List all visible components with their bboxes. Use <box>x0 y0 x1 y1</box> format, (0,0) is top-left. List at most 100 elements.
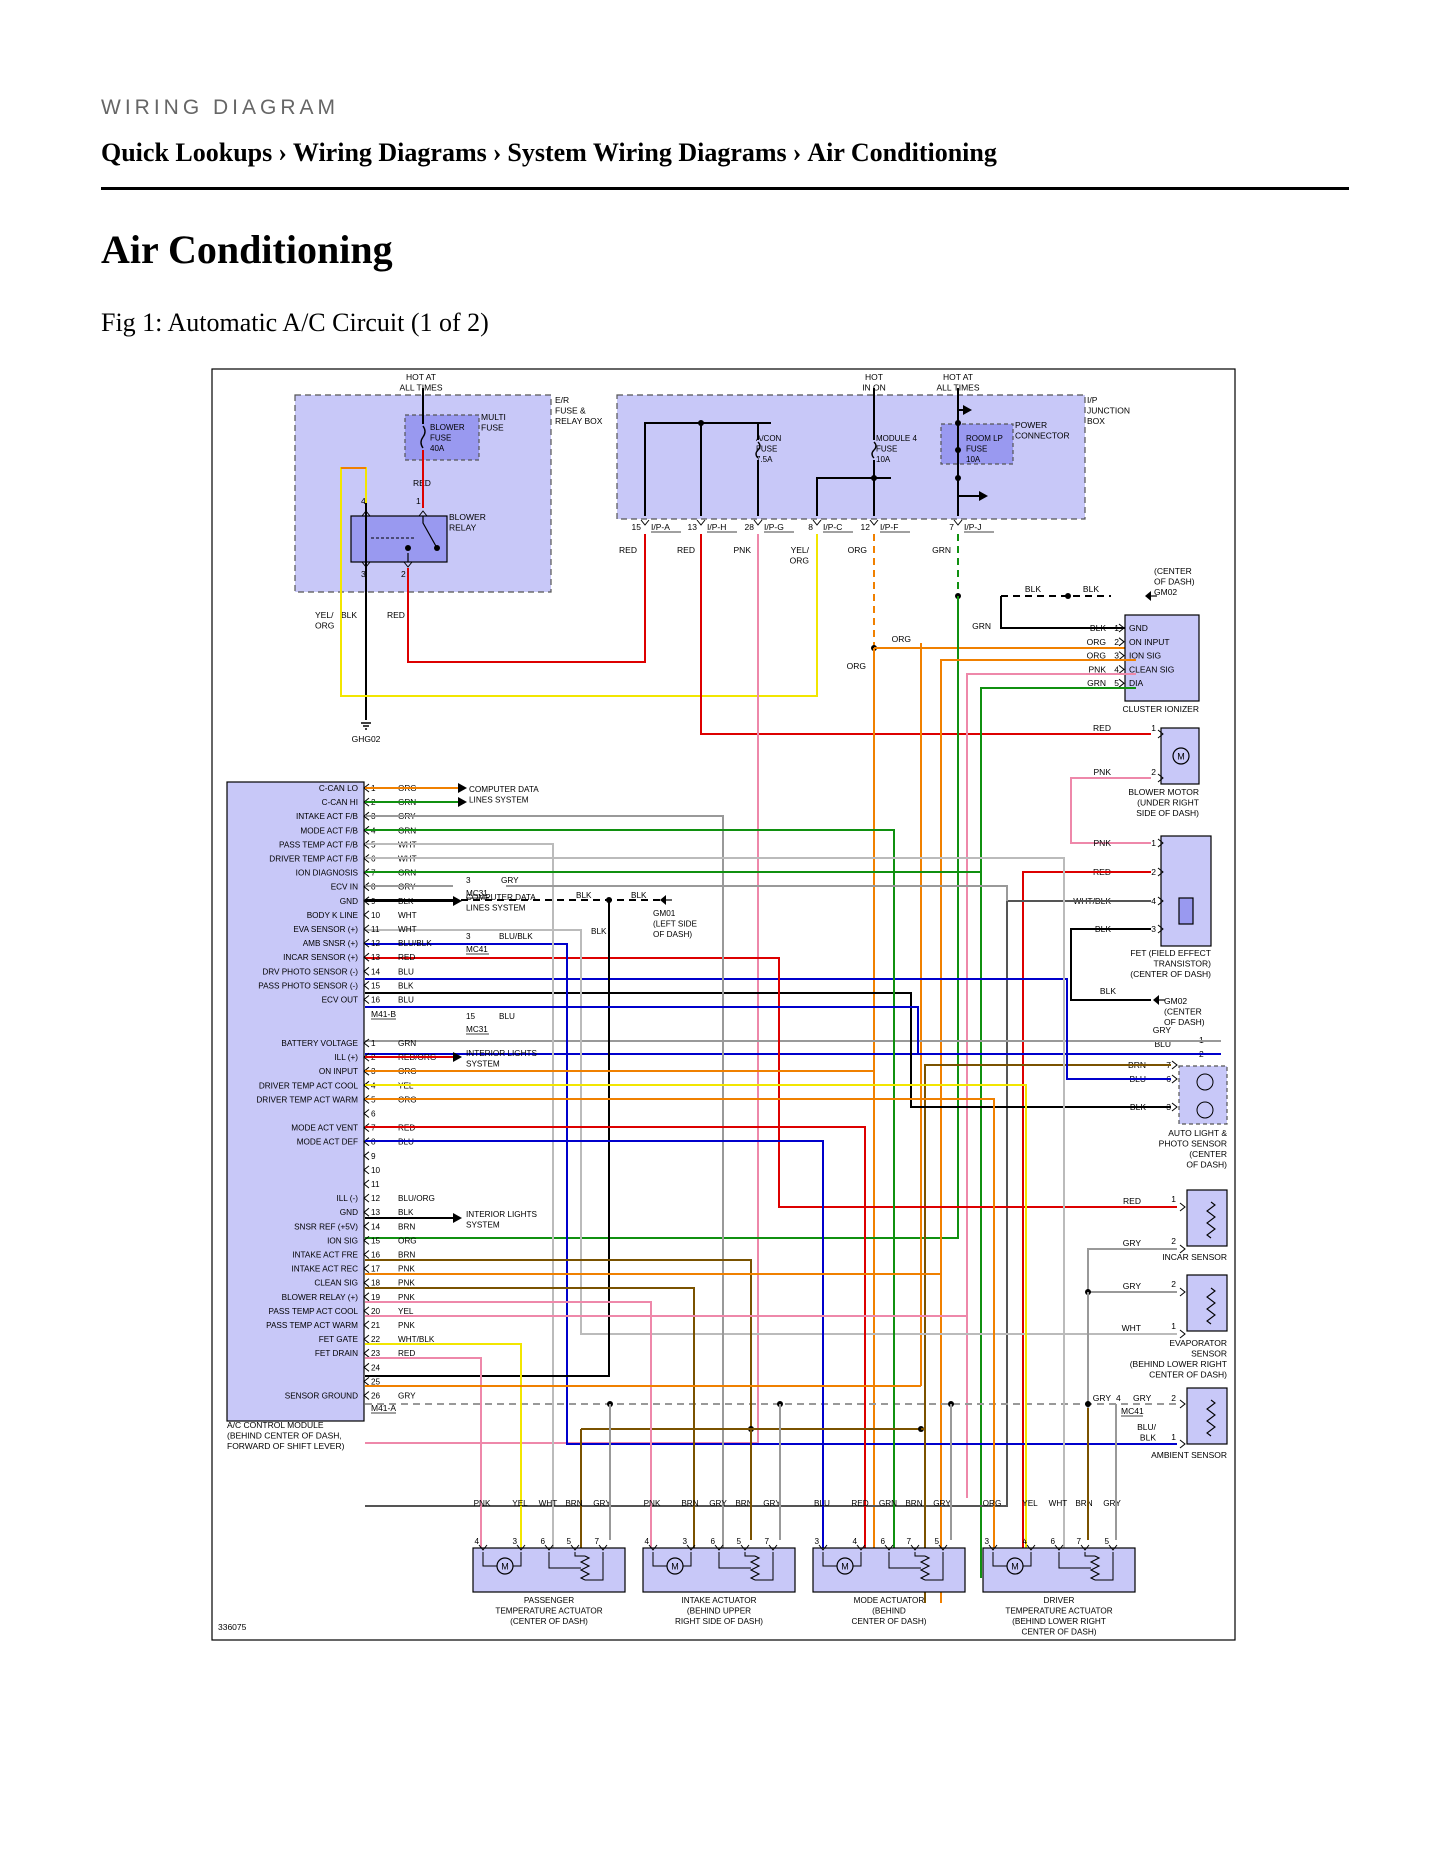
module-pin-function: EVA SENSOR (+) <box>293 925 358 934</box>
blower-motor-label: (UNDER RIGHT <box>1137 798 1199 808</box>
data-line-arrow-icon <box>458 783 467 793</box>
pin-chevron <box>363 825 370 835</box>
module-pin-wire: YEL <box>398 1307 414 1316</box>
brn-intake-fre-wire <box>365 1287 695 1578</box>
module-pin-function: SENSOR GROUND <box>285 1392 358 1401</box>
pin-chevron <box>363 1080 370 1090</box>
hot-in-on-label: IN ON <box>862 383 886 393</box>
module-pin-wire: BLU <box>398 996 414 1005</box>
fet-label: (CENTER OF DASH) <box>1130 969 1211 979</box>
pin-chevron <box>363 1292 370 1302</box>
splice-dot <box>955 420 961 426</box>
module-pin-function: BLOWER RELAY (+) <box>282 1293 359 1302</box>
blower-motor-label: BLOWER MOTOR <box>1128 787 1199 797</box>
actuator-motor-leads <box>992 1552 1032 1567</box>
module-pin-number: 25 <box>371 1377 381 1386</box>
module-pin-wire: BRN <box>398 1222 415 1231</box>
pin-chevron <box>363 868 370 877</box>
pin-chevron <box>1179 1329 1186 1339</box>
module-pin-number: 13 <box>371 1208 381 1217</box>
wire-label: PNK <box>1094 767 1112 777</box>
red-incar-wire <box>365 957 1177 1208</box>
ambient-sensor-box <box>1186 1387 1228 1445</box>
actuator-wire-label: BRN <box>681 1499 698 1508</box>
pnk-clean-sig-wire <box>966 673 1136 1498</box>
module-pin-wire: WHT <box>398 925 417 934</box>
actuator-wire-label: WHT <box>1049 1499 1068 1508</box>
ambient-resistor-icon <box>1206 1399 1216 1437</box>
breadcrumb-separator: › <box>492 138 502 167</box>
actuator-pin-number: 7 <box>1076 1537 1081 1546</box>
wire-label: ORG <box>790 556 809 566</box>
wire-label: BLK <box>591 927 607 936</box>
wire-label: BLU/ <box>1137 1422 1157 1432</box>
acon-fuse-label: FUSE <box>756 445 777 454</box>
wire-label: GRY <box>1153 1025 1172 1035</box>
wire-label: ORG <box>848 545 867 555</box>
connector-pin: 4 <box>1116 1393 1121 1403</box>
evaporator-sensor-label: (BEHIND LOWER RIGHT <box>1130 1359 1227 1369</box>
actuator-wire-label: PNK <box>474 1499 491 1508</box>
interior-lights-label: INTERIOR LIGHTS <box>466 1210 538 1219</box>
pin-number: 2 <box>1171 1279 1176 1289</box>
pin-number: 2 <box>1151 767 1156 777</box>
actuator-motor-icon: M <box>671 1562 679 1572</box>
ground-location-label: (CENTER <box>1154 566 1192 576</box>
er-box-label: RELAY BOX <box>555 416 603 426</box>
pin-chevron <box>363 1207 370 1217</box>
pin-chevron <box>598 1544 608 1551</box>
computer-data-lines-label: COMPUTER DATA <box>469 785 539 794</box>
wire-label: BLU <box>499 1012 515 1021</box>
pin-chevron <box>363 1320 370 1330</box>
figure-caption: Fig 1: Automatic A/C Circuit (1 of 2) <box>101 308 489 337</box>
module-pin-number: 8 <box>371 1138 376 1147</box>
breadcrumb-system-wiring-diagrams[interactable]: System Wiring Diagrams <box>507 138 787 167</box>
brn-mode-ref-drop <box>921 1428 926 1513</box>
actuator-position-resistor-icon <box>919 1555 931 1581</box>
pin-number: 3 <box>1114 651 1119 661</box>
gry-intake-fb-wire <box>365 815 724 1578</box>
actuator-motor-leads <box>482 1552 522 1567</box>
module4-fuse-label: FUSE <box>876 445 897 454</box>
pin-chevron <box>363 1391 370 1400</box>
module-pin-number: 10 <box>371 1166 381 1175</box>
ip-connector-pin: 12 <box>861 522 871 532</box>
module-pin-function: INTAKE ACT REC <box>291 1265 358 1274</box>
wire-label: WHT <box>1122 1323 1141 1333</box>
blu-mode-def-wire <box>365 1140 824 1578</box>
yel-pass-cool-wire <box>365 1343 522 1578</box>
module-pin-number: 14 <box>371 967 381 976</box>
module-pin-function: BODY K LINE <box>307 911 359 920</box>
pin-chevron <box>856 1544 866 1551</box>
module-pin-function: FET GATE <box>319 1335 359 1344</box>
pin-chevron <box>1157 773 1164 783</box>
interior-lights-label: INTERIOR LIGHTS <box>466 1049 538 1058</box>
actuator-wire-label: BRN <box>1075 1499 1092 1508</box>
power-arrow-icon <box>963 405 972 415</box>
breadcrumb-quick-lookups[interactable]: Quick Lookups <box>101 138 273 167</box>
red-blower-wire <box>407 534 646 663</box>
pin-number: 2 <box>1171 1393 1176 1403</box>
actuator-pin-number: 5 <box>934 1537 939 1546</box>
wire-label: PNK <box>1089 664 1107 674</box>
pin-chevron <box>363 1137 370 1147</box>
pin-chevron <box>884 1544 894 1551</box>
pin-chevron <box>363 1250 370 1259</box>
pin-chevron <box>363 797 370 807</box>
computer-data-lines-label: LINES SYSTEM <box>469 796 529 805</box>
breadcrumb-separator: › <box>278 138 287 167</box>
connector-name: MC41 <box>466 945 488 954</box>
actuator-wire-label: GRY <box>763 1499 781 1508</box>
wire-label: RED <box>619 545 637 555</box>
module-pin-function: CLEAN SIG <box>314 1279 358 1288</box>
hot-at-all-times-label: HOT AT <box>943 372 973 382</box>
module-pin-wire: WHT/BLK <box>398 1335 435 1344</box>
breadcrumb-wiring-diagrams[interactable]: Wiring Diagrams <box>292 138 487 167</box>
pin-number: 3 <box>1151 924 1156 934</box>
actuator-motor-leads <box>652 1552 692 1567</box>
pin-chevron <box>363 1264 370 1273</box>
breadcrumb-air-conditioning[interactable]: Air Conditioning <box>807 138 997 167</box>
wire-label: RED <box>387 610 405 620</box>
ground-location-label: (CENTER <box>1164 1007 1202 1017</box>
